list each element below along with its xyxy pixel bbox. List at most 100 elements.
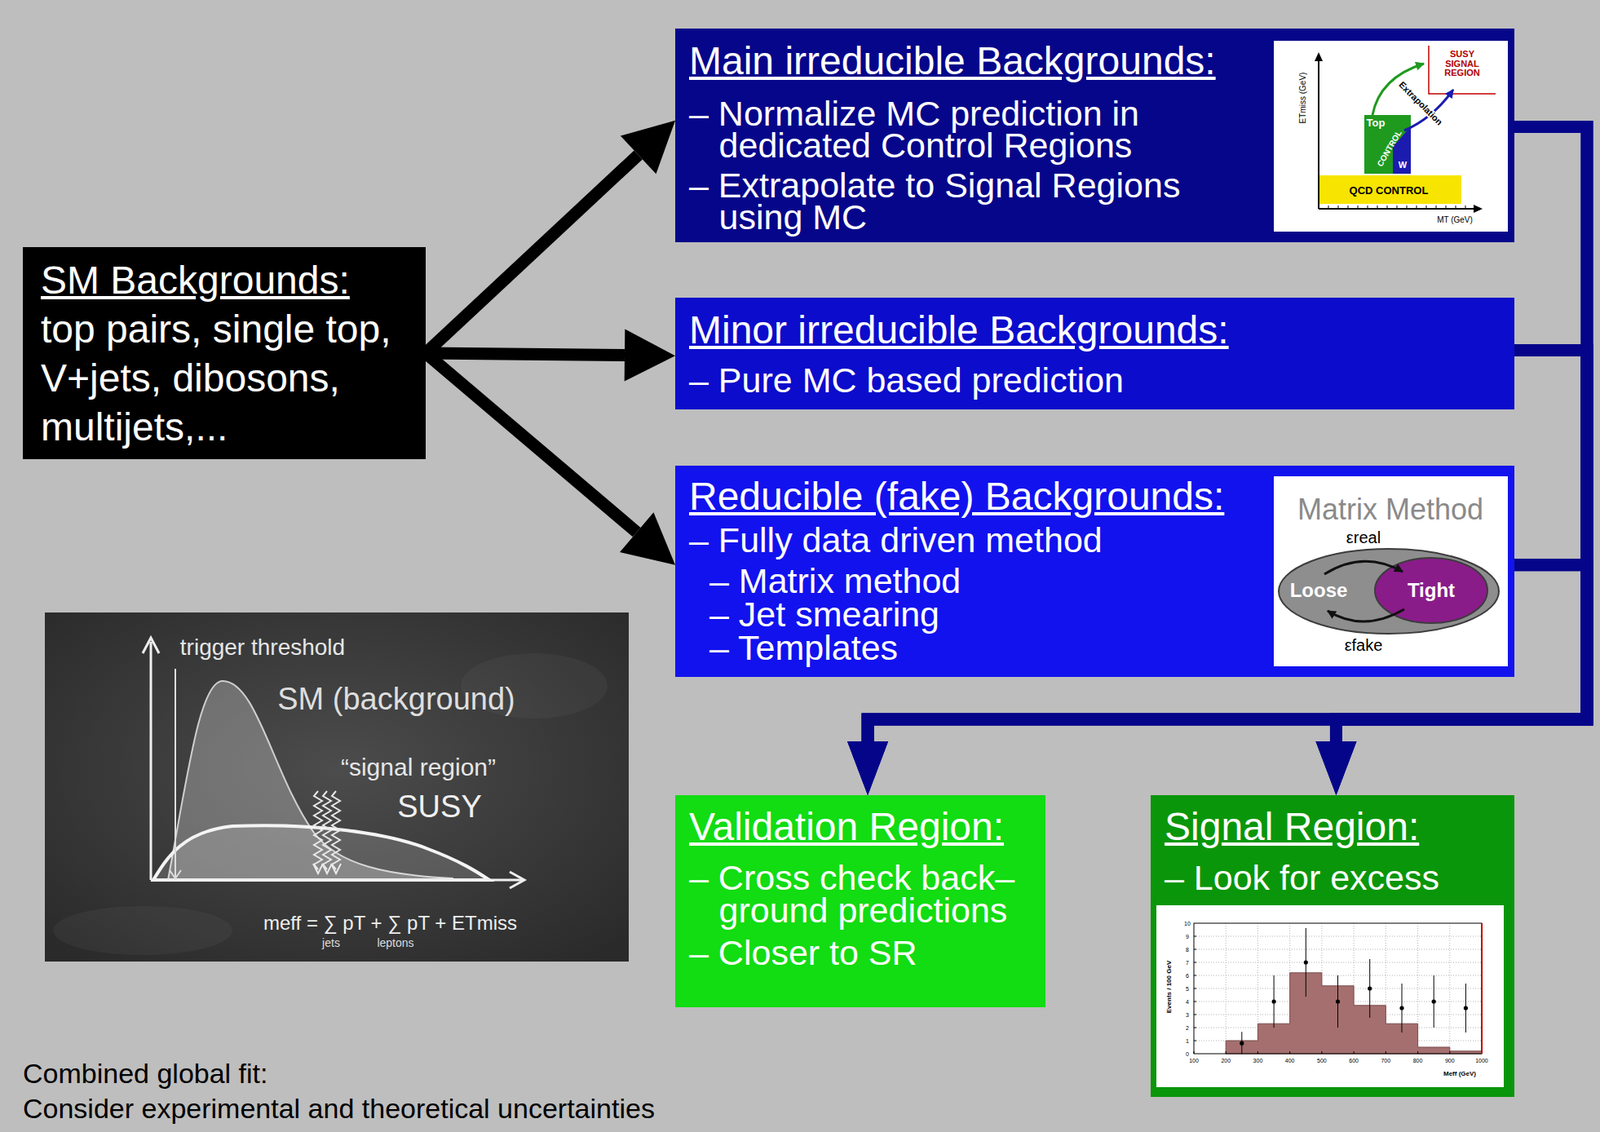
chalk-arrow <box>313 791 323 874</box>
axis-tick-label: 1 <box>1185 1038 1189 1044</box>
diagram-label: jets <box>322 937 341 949</box>
background-histogram <box>1225 972 1482 1054</box>
data-point <box>1239 1041 1244 1046</box>
arrowhead <box>847 741 889 796</box>
axis-ticks <box>1193 936 1450 1054</box>
axis-tick-label: 8 <box>1185 946 1189 953</box>
bullet-text: – Matrix method <box>709 565 1278 597</box>
chalk-arrow <box>331 791 341 874</box>
bullet-text: – Closer to SR <box>689 936 1038 969</box>
qcd-control-region <box>1318 175 1462 204</box>
error-bars <box>1241 928 1467 1054</box>
axis-line <box>150 641 153 880</box>
axis-tick-label: 300 <box>1253 1057 1264 1064</box>
axis-arrowhead <box>509 871 525 889</box>
axis-tick-label: 0 <box>1185 1051 1189 1057</box>
plot-edge-line <box>1480 923 1483 1054</box>
note-text: Combined global fit: <box>22 1056 269 1091</box>
data-point <box>1432 998 1437 1004</box>
signal-region-marks <box>313 791 341 874</box>
diagram-label: Tight <box>1407 580 1455 601</box>
axis-arrowhead <box>142 637 160 654</box>
bullet-text: – Cross check back– ground predictions <box>689 861 1038 927</box>
axis-arrowhead <box>1314 52 1323 62</box>
chalk-arrow <box>322 791 332 874</box>
diagram-label: Meff (GeV) <box>1443 1070 1477 1078</box>
data-point <box>1303 959 1309 964</box>
diagram-label: Matrix Method <box>1297 495 1484 525</box>
box-heading: Reducible (fake) Backgrounds: <box>689 474 1225 518</box>
arrowhead <box>1315 741 1357 796</box>
signal-curve <box>153 825 490 880</box>
chart-panel: SUSY SIGNAL REGIONExtrapolationTopCONTRO… <box>1273 40 1508 232</box>
connector-line <box>425 353 637 533</box>
box-heading: Signal Region: <box>1164 804 1419 849</box>
note-text: Consider experimental and theoretical un… <box>22 1091 655 1126</box>
flow-arrow <box>425 120 676 354</box>
bullet-text: – Extrapolate to Signal Regions using MC <box>689 169 1258 234</box>
flow-arrow <box>425 329 676 382</box>
axis-tick-label: 1000 <box>1475 1057 1489 1064</box>
diagram-label: QCD CONTROL <box>1349 185 1429 196</box>
diagram-label: SM (background) <box>277 683 515 715</box>
data-point <box>1367 985 1372 991</box>
method-box: Reducible (fake) Backgrounds: – Fully dat… <box>675 465 1515 677</box>
bullet-text: top pairs, single top, V+jets, dibosons,… <box>40 304 416 452</box>
method-box: Main irreducible Backgrounds:– Normalize… <box>675 28 1515 243</box>
extrapolation-arrow <box>1372 63 1424 115</box>
top-control-region <box>1364 114 1411 174</box>
bullet-text: – Fully data driven method <box>689 524 1258 557</box>
diagram-label: εreal <box>1346 529 1381 546</box>
region-box: Signal Region: – Look for excess Events /… <box>1150 795 1515 1097</box>
diagram-label: SUSY <box>397 791 482 823</box>
bullet-text: – Pure MC based prediction <box>689 364 1258 397</box>
axis-line <box>150 879 523 882</box>
diagram-label: Loose <box>1290 580 1349 601</box>
diagram-label: Events / 100 GeV <box>1166 960 1173 1013</box>
axis-tick-label: 9 <box>1185 933 1189 940</box>
method-box: Minor irreducible Backgrounds: – Pure MC … <box>675 297 1515 410</box>
diagram-label: meff = ∑ pT + ∑ pT + ETmiss <box>263 913 518 933</box>
axis-tick-label: 2 <box>1185 1025 1189 1031</box>
threshold-arrow <box>169 870 182 879</box>
flow-arrow <box>425 353 676 566</box>
axis-ticks <box>1328 205 1466 209</box>
connector-line <box>425 353 625 356</box>
loose-set-ellipse <box>1278 548 1499 634</box>
axis-tick-label: 4 <box>1185 998 1189 1005</box>
data-point <box>1272 998 1277 1004</box>
axis-line <box>1317 60 1320 209</box>
axis-tick-label: 400 <box>1285 1057 1296 1064</box>
axis-tick-label: 600 <box>1348 1057 1359 1064</box>
axis-tick-label: 800 <box>1413 1057 1424 1064</box>
axis-tick-label: 100 <box>1188 1057 1199 1064</box>
axis-tick-label: 6 <box>1185 972 1189 979</box>
diagram-label: MT (GeV) <box>1436 216 1473 225</box>
axis-arrowhead <box>1473 204 1483 213</box>
arrowhead <box>847 741 889 796</box>
connector-line <box>425 154 639 354</box>
data-points <box>1239 959 1468 1045</box>
axis-tick-label: 3 <box>1185 1012 1189 1018</box>
threshold-line <box>174 668 177 879</box>
axis-tick-label: 10 <box>1184 920 1191 927</box>
data-point <box>1335 998 1340 1004</box>
data-point <box>1463 1005 1468 1010</box>
bullet-text: – Look for excess <box>1164 861 1507 894</box>
diagram-label: W <box>1398 160 1407 170</box>
box-heading: Minor irreducible Backgrounds: <box>689 308 1229 352</box>
histogram-panel: Events / 100 GeVMeff (GeV)10020030040050… <box>1156 905 1504 1088</box>
source-box: SM Backgrounds:top pairs, single top, V+… <box>22 247 426 460</box>
bullet-text: – Templates <box>709 632 1278 664</box>
axis-tick-label: 700 <box>1380 1057 1391 1064</box>
signal-region-outline <box>1428 45 1496 94</box>
chalkboard-drawing <box>44 612 629 962</box>
box-heading: SM Backgrounds: <box>40 256 350 305</box>
diagram-label: Top <box>1366 117 1386 129</box>
arrowhead <box>620 120 676 175</box>
diagram-label: εfake <box>1344 636 1384 654</box>
arrowhead <box>619 512 676 566</box>
arrowhead <box>847 741 889 796</box>
bullet-text: – Normalize MC prediction in dedicated C… <box>689 97 1258 162</box>
plot-frame <box>1193 923 1482 1054</box>
